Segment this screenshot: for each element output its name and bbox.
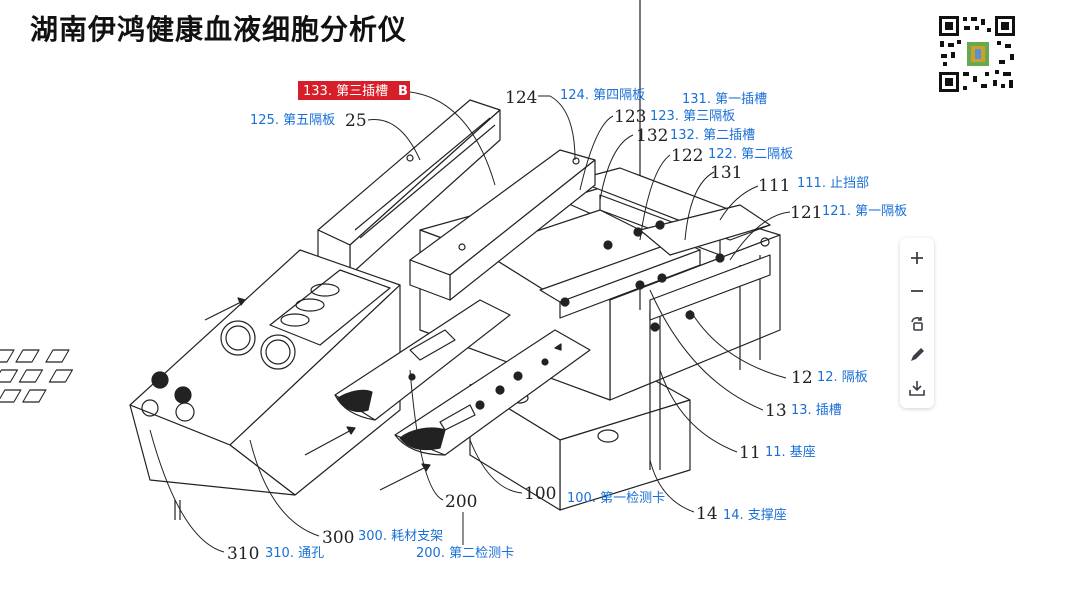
callout-label: 310. 通孔 xyxy=(265,546,324,561)
rotate-icon[interactable] xyxy=(904,310,930,336)
callout-133: 133. 第三插槽 B xyxy=(298,81,410,100)
callout-number: 300 xyxy=(322,528,354,548)
qr-code-icon xyxy=(937,14,1017,94)
callout-number: 13 xyxy=(765,401,787,421)
callout-11: 11 11. 基座 xyxy=(739,443,816,463)
upper-partitions xyxy=(317,99,596,301)
callout-label: 111. 止挡部 xyxy=(797,176,869,191)
callout-label: 124. 第四隔板 xyxy=(560,88,645,103)
callout-label: 14. 支撑座 xyxy=(723,508,787,523)
consumable-holder xyxy=(0,249,401,520)
callout-125: 125. 第五隔板 25 xyxy=(250,111,367,131)
callout-number: 12 xyxy=(791,368,813,388)
callout-number: 121 xyxy=(790,203,822,223)
callout-label: 100. 第一检测卡 xyxy=(567,491,665,506)
callout-14: 14 14. 支撑座 xyxy=(696,504,787,524)
image-toolbar xyxy=(900,238,934,408)
callout-label: 132. 第二插槽 xyxy=(670,128,755,143)
callout-number: 131 xyxy=(710,163,742,183)
callout-131: 131 xyxy=(710,163,742,183)
callout-label: 133. 第三插槽 xyxy=(303,84,388,99)
callout-121: 121 121. 第一隔板 xyxy=(790,203,907,223)
callout-12: 12 12. 隔板 xyxy=(791,368,868,388)
second-test-card xyxy=(334,299,511,421)
callout-number: 111 xyxy=(758,176,790,196)
zoom-out-icon[interactable] xyxy=(904,278,930,304)
callout-123: 123 123. 第三隔板 xyxy=(614,107,735,127)
edit-icon[interactable] xyxy=(904,342,930,368)
callout-tag: B xyxy=(398,84,408,99)
callout-131-top: 131. 第一插槽 xyxy=(682,92,767,107)
callout-number: 310 xyxy=(227,544,259,564)
callout-label: 11. 基座 xyxy=(765,445,816,460)
callout-label: 300. 耗材支架 xyxy=(358,529,443,544)
callout-label: 121. 第一隔板 xyxy=(822,204,907,219)
download-icon[interactable] xyxy=(904,375,930,401)
callout-number: 124 xyxy=(505,88,537,108)
callout-200: 200 xyxy=(445,492,477,512)
callout-label: 200. 第二检测卡 xyxy=(416,546,514,561)
callout-label: 13. 插槽 xyxy=(791,403,842,418)
callout-300: 300 300. 耗材支架 xyxy=(322,528,443,548)
callout-200-label: 200. 第二检测卡 xyxy=(416,546,514,561)
callout-number: 123 xyxy=(614,107,646,127)
callout-number: 132 xyxy=(636,126,668,146)
leader-lines xyxy=(149,91,791,553)
callout-13: 13 13. 插槽 xyxy=(765,401,842,421)
callout-label: 125. 第五隔板 xyxy=(250,113,335,128)
callout-number: 11 xyxy=(739,443,761,463)
callout-number: 14 xyxy=(696,504,718,524)
first-test-card xyxy=(394,329,591,456)
callout-310: 310 310. 通孔 xyxy=(227,544,324,564)
callout-label: 123. 第三隔板 xyxy=(650,109,735,124)
callout-122: 122 122. 第二隔板 xyxy=(671,146,793,166)
page-title: 湖南伊鸿健康血液细胞分析仪 xyxy=(30,13,408,46)
callout-132: 132 132. 第二插槽 xyxy=(636,126,755,146)
zoom-in-icon[interactable] xyxy=(904,245,930,271)
callout-number: 122 xyxy=(671,146,703,166)
highlight-badge xyxy=(298,81,410,100)
callout-label: 12. 隔板 xyxy=(817,370,868,385)
callout-100: 100 100. 第一检测卡 xyxy=(524,484,665,506)
callout-111: 111 111. 止挡部 xyxy=(758,176,869,196)
partitions xyxy=(479,167,771,332)
callout-124: 124 124. 第四隔板 xyxy=(505,88,645,108)
callout-label: 131. 第一插槽 xyxy=(682,92,767,107)
callout-number: 200 xyxy=(445,492,477,512)
callout-label: 122. 第二隔板 xyxy=(708,147,793,162)
callout-number: 25 xyxy=(345,111,367,131)
callout-number: 100 xyxy=(524,484,556,504)
